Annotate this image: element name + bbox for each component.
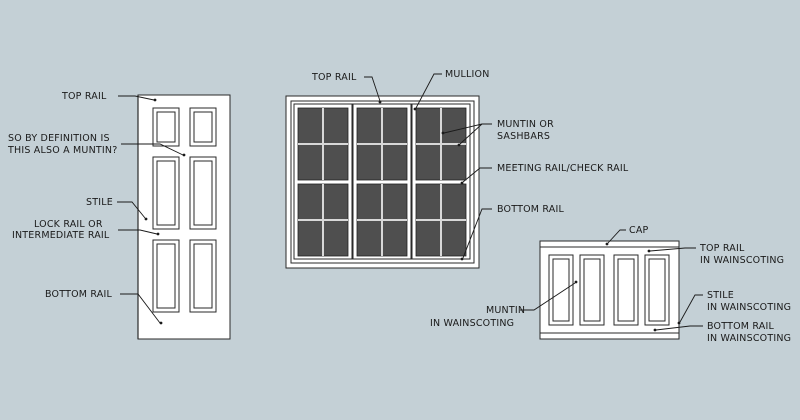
wainscoting-label-top-rail-2: IN WAINSCOTING	[700, 255, 784, 266]
window-label-top-rail: TOP RAIL	[311, 72, 357, 83]
wainscoting-label-top-rail-1: TOP RAIL	[699, 243, 745, 254]
window-drawing	[285, 95, 480, 269]
door-label-so-by-definition-1: SO BY DEFINITION IS	[8, 133, 110, 144]
door-label-lock-rail-2: INTERMEDIATE RAIL	[12, 230, 110, 241]
door-label-lock-rail-1: LOCK RAIL OR	[34, 219, 103, 230]
wainscoting-label-muntin-2: IN WAINSCOTING	[430, 318, 514, 329]
door-label-bottom-rail: BOTTOM RAIL	[45, 289, 112, 300]
wainscoting-label-stile-2: IN WAINSCOTING	[707, 302, 791, 313]
door-label-stile: STILE	[86, 197, 113, 208]
window-label-bottom-rail: BOTTOM RAIL	[497, 204, 564, 215]
wainscoting-label-bottom-rail-1: BOTTOM RAIL	[707, 321, 774, 332]
window-label-muntin-1: MUNTIN OR	[497, 119, 554, 130]
wainscoting-label-stile-1: STILE	[707, 290, 734, 301]
wainscoting-label-bottom-rail-2: IN WAINSCOTING	[707, 333, 791, 344]
window-muntins	[298, 108, 466, 256]
wainscoting-label-muntin-1: MUNTIN	[486, 305, 525, 316]
door-label-top-rail: TOP RAIL	[61, 91, 107, 102]
door-label-so-by-definition-2: THIS ALSO A MUNTIN?	[7, 145, 117, 156]
window-label-meeting-rail: MEETING RAIL/CHECK RAIL	[497, 163, 629, 174]
wainscoting-drawing	[539, 240, 680, 340]
door-drawing	[137, 94, 231, 340]
wainscoting-label-cap: CAP	[629, 225, 649, 236]
window-label-mullion: MULLION	[445, 69, 490, 80]
window-label-muntin-2: SASHBARS	[497, 131, 550, 142]
